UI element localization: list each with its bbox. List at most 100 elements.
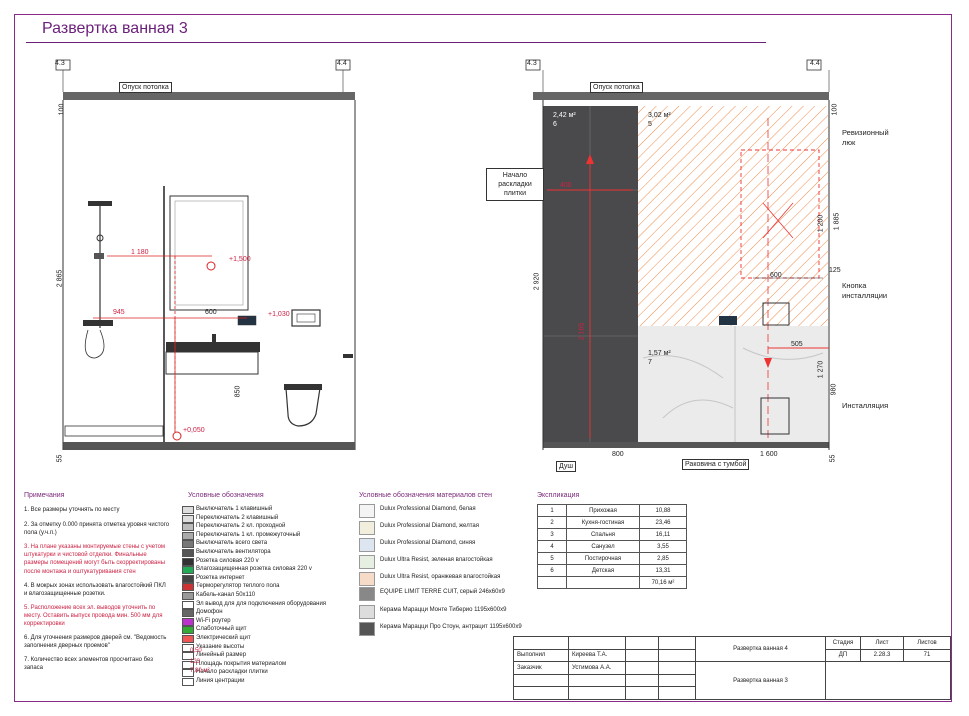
dim-label: 1 600 (760, 451, 778, 458)
notes-header: Примечания (24, 492, 65, 499)
legend-label: Указание высоты (196, 643, 245, 650)
flush-plate (291, 309, 321, 327)
legend-swatch (182, 652, 194, 661)
legend-symbol: 7,80 м² (190, 668, 210, 674)
drawing-frame (14, 14, 952, 702)
material-label: Dulux Ultra Resist, оранжевая влагостойк… (380, 574, 501, 580)
shower-tray (64, 425, 164, 437)
hatched-area (638, 106, 828, 326)
area-label: 1,57 м² (648, 350, 671, 357)
callout-tile-start: Начало раскладки плитки (486, 168, 544, 202)
area-label: 2,42 м² (553, 112, 576, 119)
dim-label: 2 165 (578, 322, 586, 341)
table-cell: 23,46 (639, 516, 687, 529)
note-item: 3. На плане указаны монтируемые стены с … (24, 544, 166, 575)
table-cell: 10,88 (639, 504, 687, 517)
sheets-label: Листов (903, 636, 951, 650)
material-swatch (359, 605, 375, 619)
note-item: 6. Для уточнения размеров дверей см. "Ве… (24, 635, 167, 650)
table-cell: Постирочная (566, 552, 640, 565)
dim-label: 1 200 (817, 214, 825, 233)
area-label: 3,02 м² (648, 112, 671, 119)
legend-swatch (182, 531, 194, 540)
legend-swatch (182, 678, 194, 686)
legend-item: Розетка силовая 220 v (182, 557, 259, 566)
table-total-row: 70,16 м² (537, 576, 687, 589)
axis-marker (806, 59, 822, 71)
mirror (169, 195, 249, 311)
legend-label: Переключатель 2 кл. проходной (196, 523, 286, 530)
dim-label: 1 270 (817, 360, 825, 379)
legend-item: Розетка интернет (182, 574, 245, 583)
legend-label: Выключатель 1 клавишный (196, 506, 273, 512)
title-underline (26, 42, 766, 43)
title-block: Развертка ванная 4 Стадия Лист Листов Вы… (513, 635, 951, 700)
area-number: 7 (648, 359, 652, 366)
materials-header: Условные обозначения материалов стен (359, 492, 492, 499)
table-cell: 2,85 (639, 552, 687, 565)
table-cell: 4 (537, 540, 567, 553)
legend-item: Переключатель 2 клавишный (182, 514, 279, 523)
legend-label: Розетка интернет (196, 574, 245, 581)
legend-item: Выключатель 1 клавишный (182, 506, 273, 514)
legend-swatch (182, 583, 194, 592)
legend-item: Площадь покрытия материалом (182, 660, 287, 669)
legend-swatch (182, 617, 194, 626)
socket-block (719, 316, 737, 325)
sheet-label: Лист (860, 636, 904, 650)
area-number: 5 (648, 121, 652, 128)
table-cell: 1 (537, 504, 567, 517)
dim-label: 100 (58, 103, 66, 116)
done-name: Киреева Т.А. (568, 648, 626, 663)
axis-label: 4.3 (527, 60, 537, 67)
legend-label: Площадь покрытия материалом (196, 660, 287, 667)
hatch-box (762, 302, 790, 326)
legend-label: Переключатель 2 клавишный (196, 514, 279, 521)
table-cell: Детская (566, 564, 640, 577)
sink-top (166, 342, 260, 352)
legend-symbol: 123 (190, 659, 201, 665)
total-area: 70,16 м² (639, 576, 687, 589)
stage-label: Стадия (825, 636, 861, 650)
shower-mixer (83, 320, 113, 326)
ceiling-label: Опуск потолка (119, 82, 172, 93)
material-swatch (359, 622, 375, 636)
material-label: Dulux Professional Diamond, желтая (380, 523, 479, 529)
socket-block (237, 315, 257, 326)
legend-item: Wi-Fi роутер (182, 617, 231, 626)
material-swatch (359, 538, 375, 552)
legend-swatch (182, 669, 194, 678)
dim-label: 2 920 (533, 272, 541, 291)
height-mark: +1,030 (268, 311, 290, 318)
dim-label: 600 (770, 272, 782, 279)
legend-item: Терморегулятор теплого пола (182, 583, 280, 592)
legend-label: Электрический щит (196, 635, 251, 641)
legend-swatch (182, 600, 194, 609)
legend-swatch (182, 660, 194, 669)
table-cell: 5 (537, 552, 567, 565)
area-number: 6 (553, 121, 557, 128)
sheet-value: 2.28.3 (860, 648, 904, 663)
floor (63, 442, 355, 450)
sheet-title-bottom: Развертка ванная 3 (695, 661, 826, 700)
dim-label: 1 180 (131, 249, 149, 256)
callout-sink: Раковина с тумбой (682, 459, 750, 470)
height-mark: +1,500 (229, 256, 251, 263)
floor (543, 442, 829, 448)
legend-item: Эл вывод для для подключения оборудовани… (182, 600, 326, 609)
legend-label: Wi-Fi роутер (196, 617, 231, 624)
notes-list: 1. Все размеры уточнять по месту 2. За о… (24, 506, 170, 673)
material-swatch (359, 521, 375, 535)
material-label: Dulux Ultra Resist, зеленая влагостойкая (380, 557, 493, 563)
table-cell: 3,55 (639, 540, 687, 553)
note-item: 1. Все размеры уточнять по месту (24, 507, 120, 513)
legend-item: Переключатель 1 кл. промежуточный (182, 531, 300, 540)
callout-hatch: Ревизионный люк (842, 128, 894, 148)
legend-swatch (182, 557, 194, 566)
table-cell: 6 (537, 564, 567, 577)
